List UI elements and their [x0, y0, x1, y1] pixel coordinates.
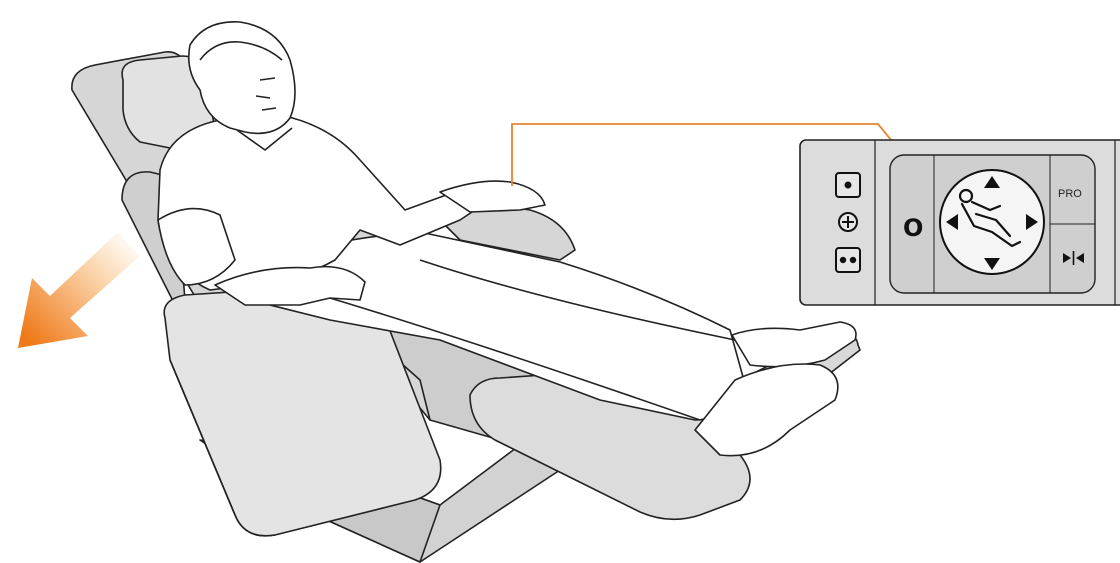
- plus-circle-icon[interactable]: [839, 213, 857, 231]
- single-dot-button-icon[interactable]: [836, 173, 860, 197]
- pro-button-label[interactable]: PRO: [1058, 188, 1082, 200]
- power-button-label[interactable]: O: [903, 214, 923, 242]
- recline-direction-arrow-icon: [18, 232, 140, 348]
- double-dot-button-icon[interactable]: [836, 248, 860, 272]
